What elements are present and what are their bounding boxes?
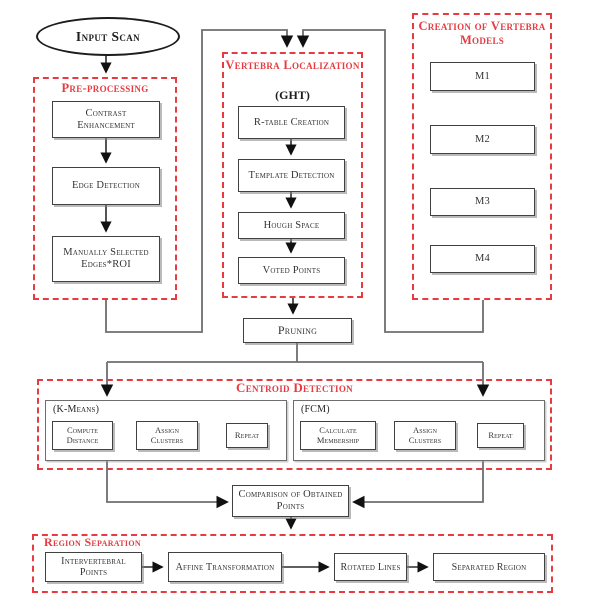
contrast-enhancement-label: Contrast Enhancement — [77, 107, 135, 131]
model-m2-label: M2 — [475, 133, 490, 145]
region-separation-group — [32, 534, 553, 593]
comparison-label: Comparison of Obtained Points — [238, 489, 343, 512]
rtable-creation-node: R-table Creation — [238, 106, 345, 139]
manually-selected-edges-label: Manually Selected Edges*ROI — [63, 247, 149, 270]
repeat-fcm-label: Repeat — [488, 429, 513, 440]
assign-clusters-fcm-node: Assign Clusters — [394, 421, 456, 450]
assign-clusters-fcm-label: Assign Clusters — [408, 425, 442, 445]
compute-distance-label: Compute Distance — [66, 425, 99, 445]
template-detection-node: Template Detection — [238, 159, 345, 192]
calculate-membership-node: Calculate Membership — [300, 421, 376, 450]
pruning-node: Pruning — [243, 318, 352, 343]
vertebra-models-title: Creation of Vertebra Models — [418, 19, 546, 47]
centroid-detection-group — [37, 379, 552, 470]
model-m4-label: M4 — [475, 253, 490, 265]
affine-transformation-node: Affine Transformation — [168, 552, 282, 582]
intervertebral-points-node: Intervertebral Points — [45, 552, 142, 582]
assign-clusters-kmeans-node: Assign Clusters — [136, 421, 198, 450]
rotated-lines-node: Rotated Lines — [334, 553, 407, 581]
affine-transformation-label: Affine Transformation — [175, 561, 275, 573]
vertebra-models-group — [412, 13, 552, 300]
model-m3-node: M3 — [430, 188, 535, 216]
compute-distance-node: Compute Distance — [52, 421, 113, 450]
voted-points-node: Voted Points — [238, 257, 345, 284]
model-m1-label: M1 — [475, 70, 490, 82]
hough-space-node: Hough Space — [238, 212, 345, 239]
model-m1-node: M1 — [430, 62, 535, 91]
model-m4-node: M4 — [430, 245, 535, 273]
vertebra-localization-title: Vertebra Localization — [225, 58, 360, 72]
model-m2-node: M2 — [430, 125, 535, 154]
repeat-fcm-node: Repeat — [477, 423, 524, 448]
model-m3-label: M3 — [475, 196, 490, 208]
intervertebral-points-label: Intervertebral Points — [61, 556, 126, 578]
preprocessing-title: Pre-processing — [61, 81, 149, 95]
centroid-detection-title: Centroid Detection — [236, 380, 353, 395]
contrast-enhancement-node: Contrast Enhancement — [52, 101, 160, 138]
template-detection-label: Template Detection — [248, 169, 335, 181]
manually-selected-edges-node: Manually Selected Edges*ROI — [52, 236, 160, 282]
rtable-creation-label: R-table Creation — [253, 116, 330, 128]
calculate-membership-label: Calculate Membership — [316, 425, 360, 445]
edge-detection-label: Edge Detection — [71, 180, 141, 192]
assign-clusters-kmeans-label: Assign Clusters — [150, 425, 184, 445]
separated-region-label: Separated Region — [451, 561, 527, 573]
hough-space-label: Hough Space — [263, 219, 320, 231]
region-separation-title: Region Separation — [44, 535, 141, 549]
edge-detection-node: Edge Detection — [52, 167, 160, 205]
preprocessing-group — [33, 77, 177, 300]
input-scan-node: Input Scan — [36, 17, 180, 56]
vertebra-localization-subtitle: (GHT) — [275, 88, 310, 102]
comparison-node: Comparison of Obtained Points — [232, 485, 349, 517]
vertebra-localization-group — [222, 52, 363, 298]
repeat-kmeans-node: Repeat — [226, 423, 268, 448]
input-scan-label: Input Scan — [75, 28, 141, 44]
fcm-label: (FCM) — [301, 404, 330, 415]
repeat-kmeans-label: Repeat — [234, 429, 260, 440]
separated-region-node: Separated Region — [433, 553, 545, 581]
pruning-label: Pruning — [277, 322, 318, 337]
rotated-lines-label: Rotated Lines — [340, 561, 401, 573]
voted-points-label: Voted Points — [262, 264, 321, 276]
kmeans-label: (K-Means) — [53, 404, 100, 415]
